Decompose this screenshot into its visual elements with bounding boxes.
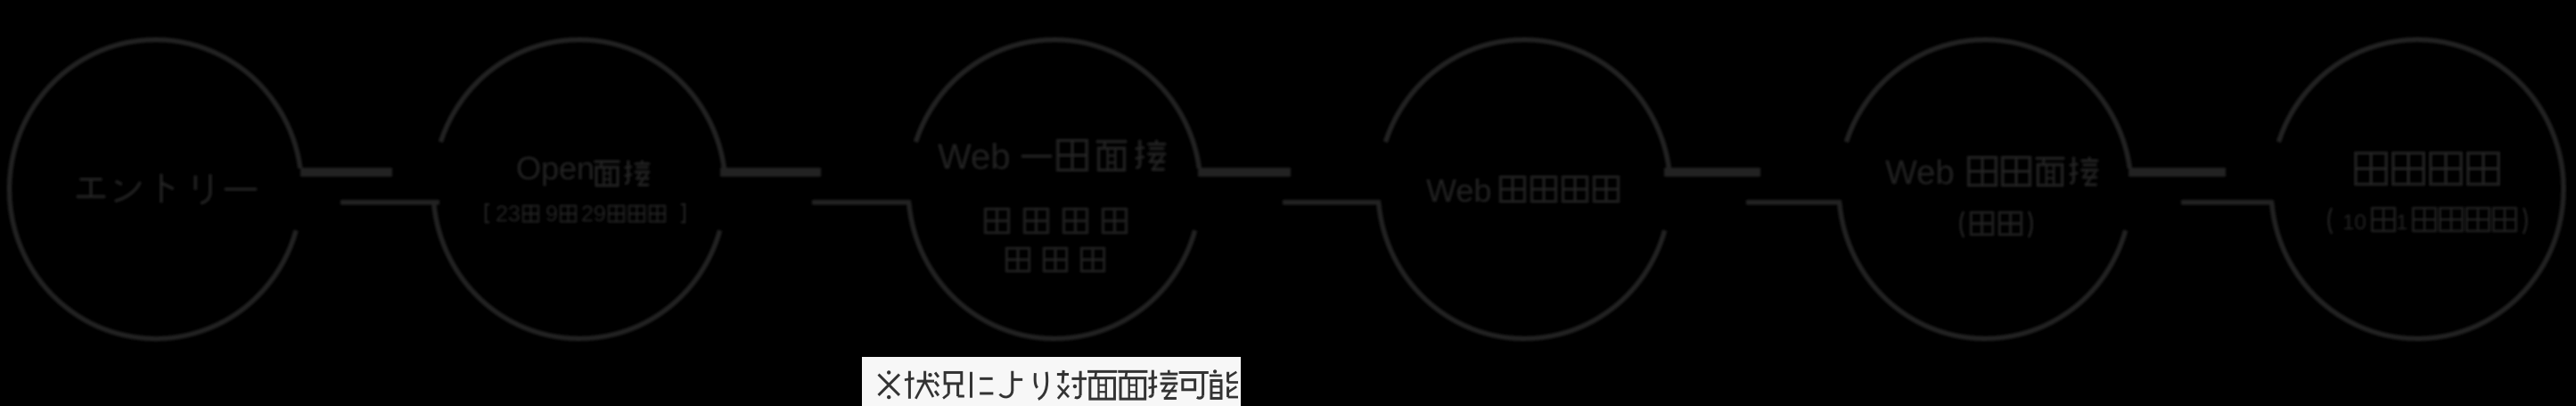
svg-text:29: 29 [581, 202, 606, 227]
svg-text:Web: Web [1426, 172, 1491, 209]
svg-text:Web: Web [1885, 154, 1954, 192]
svg-text:Web: Web [938, 137, 1011, 177]
svg-text:23: 23 [496, 202, 521, 227]
svg-text:Open: Open [516, 150, 595, 186]
svg-text:1: 1 [2396, 211, 2408, 235]
svg-text:10: 10 [2342, 211, 2367, 235]
svg-text:9: 9 [546, 202, 558, 227]
